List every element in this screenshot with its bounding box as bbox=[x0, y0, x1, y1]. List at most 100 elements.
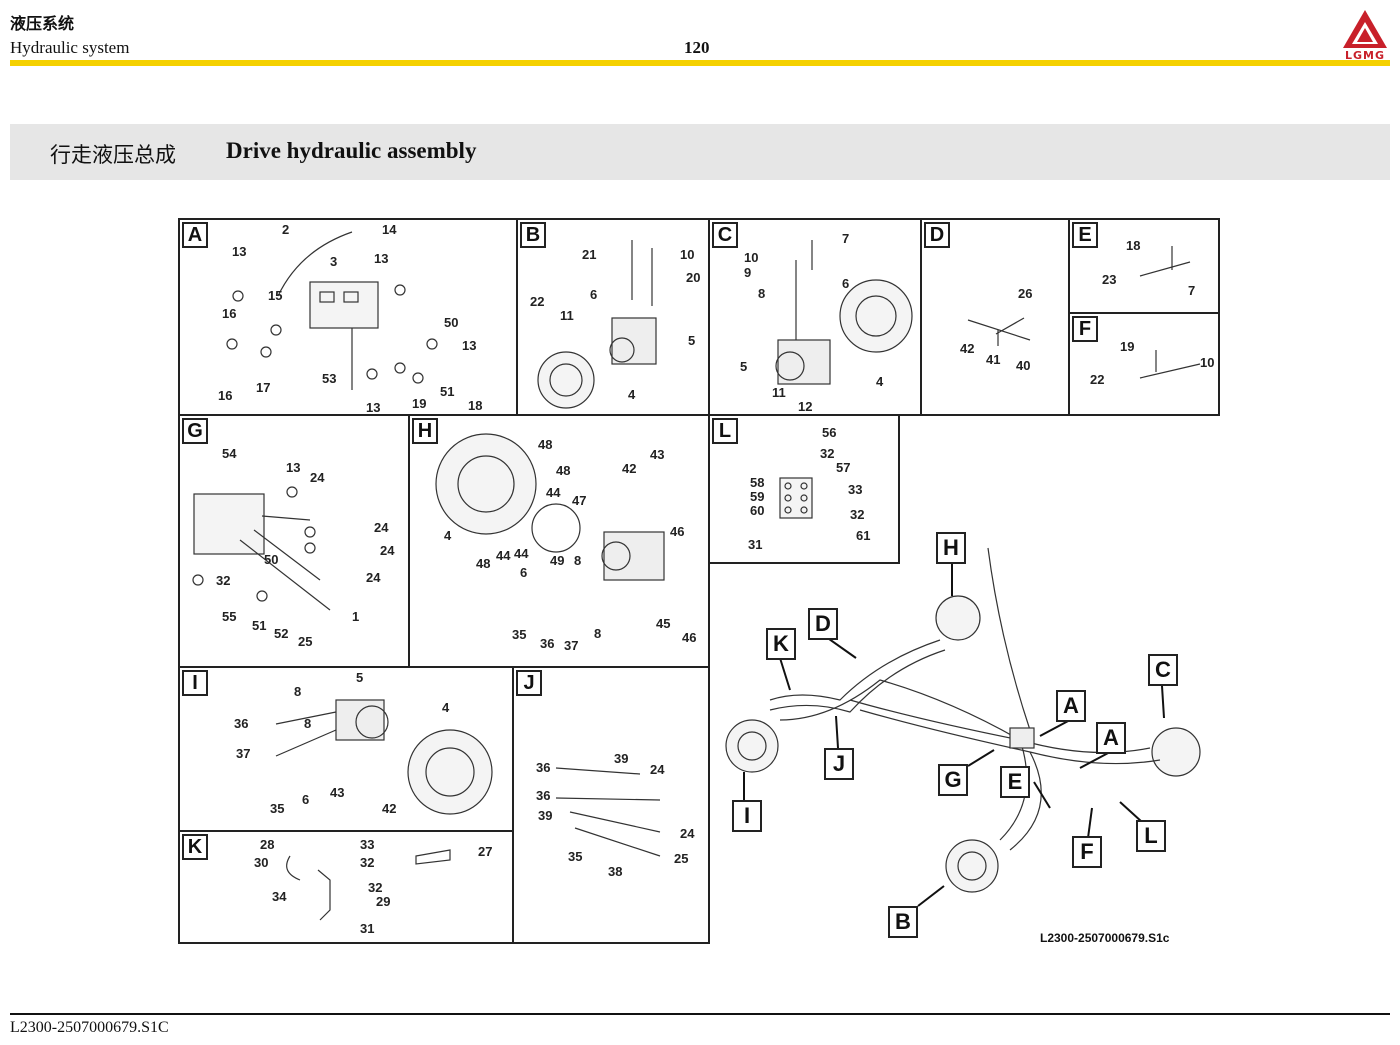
part-number: 11 bbox=[772, 385, 786, 400]
drawing-reference-code: L2300-2507000679.S1c bbox=[1040, 931, 1170, 945]
callout-i: I bbox=[732, 800, 762, 832]
part-number: 8 bbox=[574, 553, 582, 568]
part-number: 45 bbox=[656, 616, 671, 631]
callout-f: F bbox=[1072, 836, 1102, 868]
part-number: 28 bbox=[260, 837, 275, 852]
part-number: 25 bbox=[674, 851, 689, 866]
part-number: 14 bbox=[382, 222, 397, 237]
part-number: 8 bbox=[304, 716, 312, 731]
part-number: 24 bbox=[650, 762, 665, 777]
part-number: 29 bbox=[376, 894, 391, 909]
title-band: 行走液压总成 Drive hydraulic assembly bbox=[10, 124, 1390, 180]
page-title-en: Drive hydraulic assembly bbox=[226, 138, 477, 163]
part-number: 9 bbox=[744, 265, 752, 280]
part-number: 48 bbox=[556, 463, 571, 478]
part-number: 19 bbox=[1120, 339, 1135, 354]
part-number: 13 bbox=[374, 251, 389, 266]
section-title-en: Hydraulic system bbox=[10, 38, 130, 57]
part-number: 24 bbox=[380, 543, 395, 558]
part-number: 31 bbox=[360, 921, 375, 936]
callout-e: E bbox=[1000, 766, 1030, 798]
part-number: 3 bbox=[330, 254, 338, 269]
part-number: 58 bbox=[750, 475, 765, 490]
part-number: 13 bbox=[462, 338, 477, 353]
part-number: 5 bbox=[740, 359, 748, 374]
callout-l: L bbox=[1136, 820, 1166, 852]
part-number: 36 bbox=[234, 716, 249, 731]
panel-label-g: G bbox=[182, 418, 208, 444]
part-number: 36 bbox=[536, 760, 551, 775]
panel-label-l: L bbox=[712, 418, 738, 444]
part-number: 26 bbox=[1018, 286, 1033, 301]
part-number: 6 bbox=[520, 565, 528, 580]
part-number: 38 bbox=[608, 864, 623, 879]
part-number: 53 bbox=[322, 371, 337, 386]
part-number: 8 bbox=[758, 286, 766, 301]
part-number: 50 bbox=[264, 552, 279, 567]
part-number: 43 bbox=[650, 447, 665, 462]
part-number: 39 bbox=[614, 751, 629, 766]
part-number: 6 bbox=[302, 792, 310, 807]
footer-document-code: L2300-2507000679.S1C bbox=[10, 1019, 169, 1036]
part-number: 10 bbox=[1200, 355, 1215, 370]
part-number: 33 bbox=[360, 837, 375, 852]
part-number: 59 bbox=[750, 489, 765, 504]
part-number: 18 bbox=[1126, 238, 1141, 253]
part-number: 40 bbox=[1016, 358, 1031, 373]
part-number: 20 bbox=[686, 270, 701, 285]
part-number: 46 bbox=[670, 524, 685, 539]
part-number: 32 bbox=[850, 507, 865, 522]
part-number: 48 bbox=[538, 437, 553, 452]
part-number: 7 bbox=[1188, 283, 1196, 298]
panel-label-j: J bbox=[516, 670, 542, 696]
section-title-cn: 液压系统 bbox=[10, 14, 75, 33]
part-number: 7 bbox=[842, 231, 850, 246]
part-number: 44 bbox=[546, 485, 561, 500]
panel-label-i: I bbox=[182, 670, 208, 696]
part-number: 19 bbox=[412, 396, 427, 411]
callout-j: J bbox=[824, 748, 854, 780]
part-number: 30 bbox=[254, 855, 269, 870]
panel-label-a: A bbox=[182, 222, 208, 248]
part-number: 51 bbox=[440, 384, 455, 399]
part-number: 46 bbox=[682, 630, 697, 645]
part-number: 41 bbox=[986, 352, 1001, 367]
callout-g: G bbox=[938, 764, 968, 796]
panel-label-f: F bbox=[1072, 316, 1098, 342]
lgmg-logo: LGMG bbox=[1340, 8, 1390, 62]
part-number: 33 bbox=[848, 482, 863, 497]
part-number: 17 bbox=[256, 380, 271, 395]
part-number: 55 bbox=[222, 609, 237, 624]
part-number: 49 bbox=[550, 553, 565, 568]
part-number: 13 bbox=[286, 460, 301, 475]
panel-k: K bbox=[178, 830, 514, 944]
part-number: 44 bbox=[496, 548, 511, 563]
callout-h: H bbox=[936, 532, 966, 564]
part-number: 32 bbox=[360, 855, 375, 870]
part-number: 24 bbox=[374, 520, 389, 535]
panel-label-h: H bbox=[412, 418, 438, 444]
part-number: 37 bbox=[564, 638, 579, 653]
callout-c: C bbox=[1148, 654, 1178, 686]
part-number: 42 bbox=[382, 801, 397, 816]
panel-label-k: K bbox=[182, 834, 208, 860]
part-number: 43 bbox=[330, 785, 345, 800]
panel-label-d: D bbox=[924, 222, 950, 248]
callout-a: A bbox=[1096, 722, 1126, 754]
part-number: 42 bbox=[960, 341, 975, 356]
part-number: 36 bbox=[540, 636, 555, 651]
panel-d: D bbox=[920, 218, 1070, 416]
part-number: 13 bbox=[232, 244, 247, 259]
part-number: 60 bbox=[750, 503, 765, 518]
part-number: 50 bbox=[444, 315, 459, 330]
part-number: 2 bbox=[282, 222, 290, 237]
part-number: 31 bbox=[748, 537, 763, 552]
part-number: 23 bbox=[1102, 272, 1117, 287]
part-number: 32 bbox=[216, 573, 231, 588]
part-number: 10 bbox=[744, 250, 759, 265]
part-number: 32 bbox=[820, 446, 835, 461]
part-number: 47 bbox=[572, 493, 587, 508]
part-number: 16 bbox=[222, 306, 237, 321]
part-number: 42 bbox=[622, 461, 637, 476]
header-divider bbox=[10, 60, 1390, 66]
